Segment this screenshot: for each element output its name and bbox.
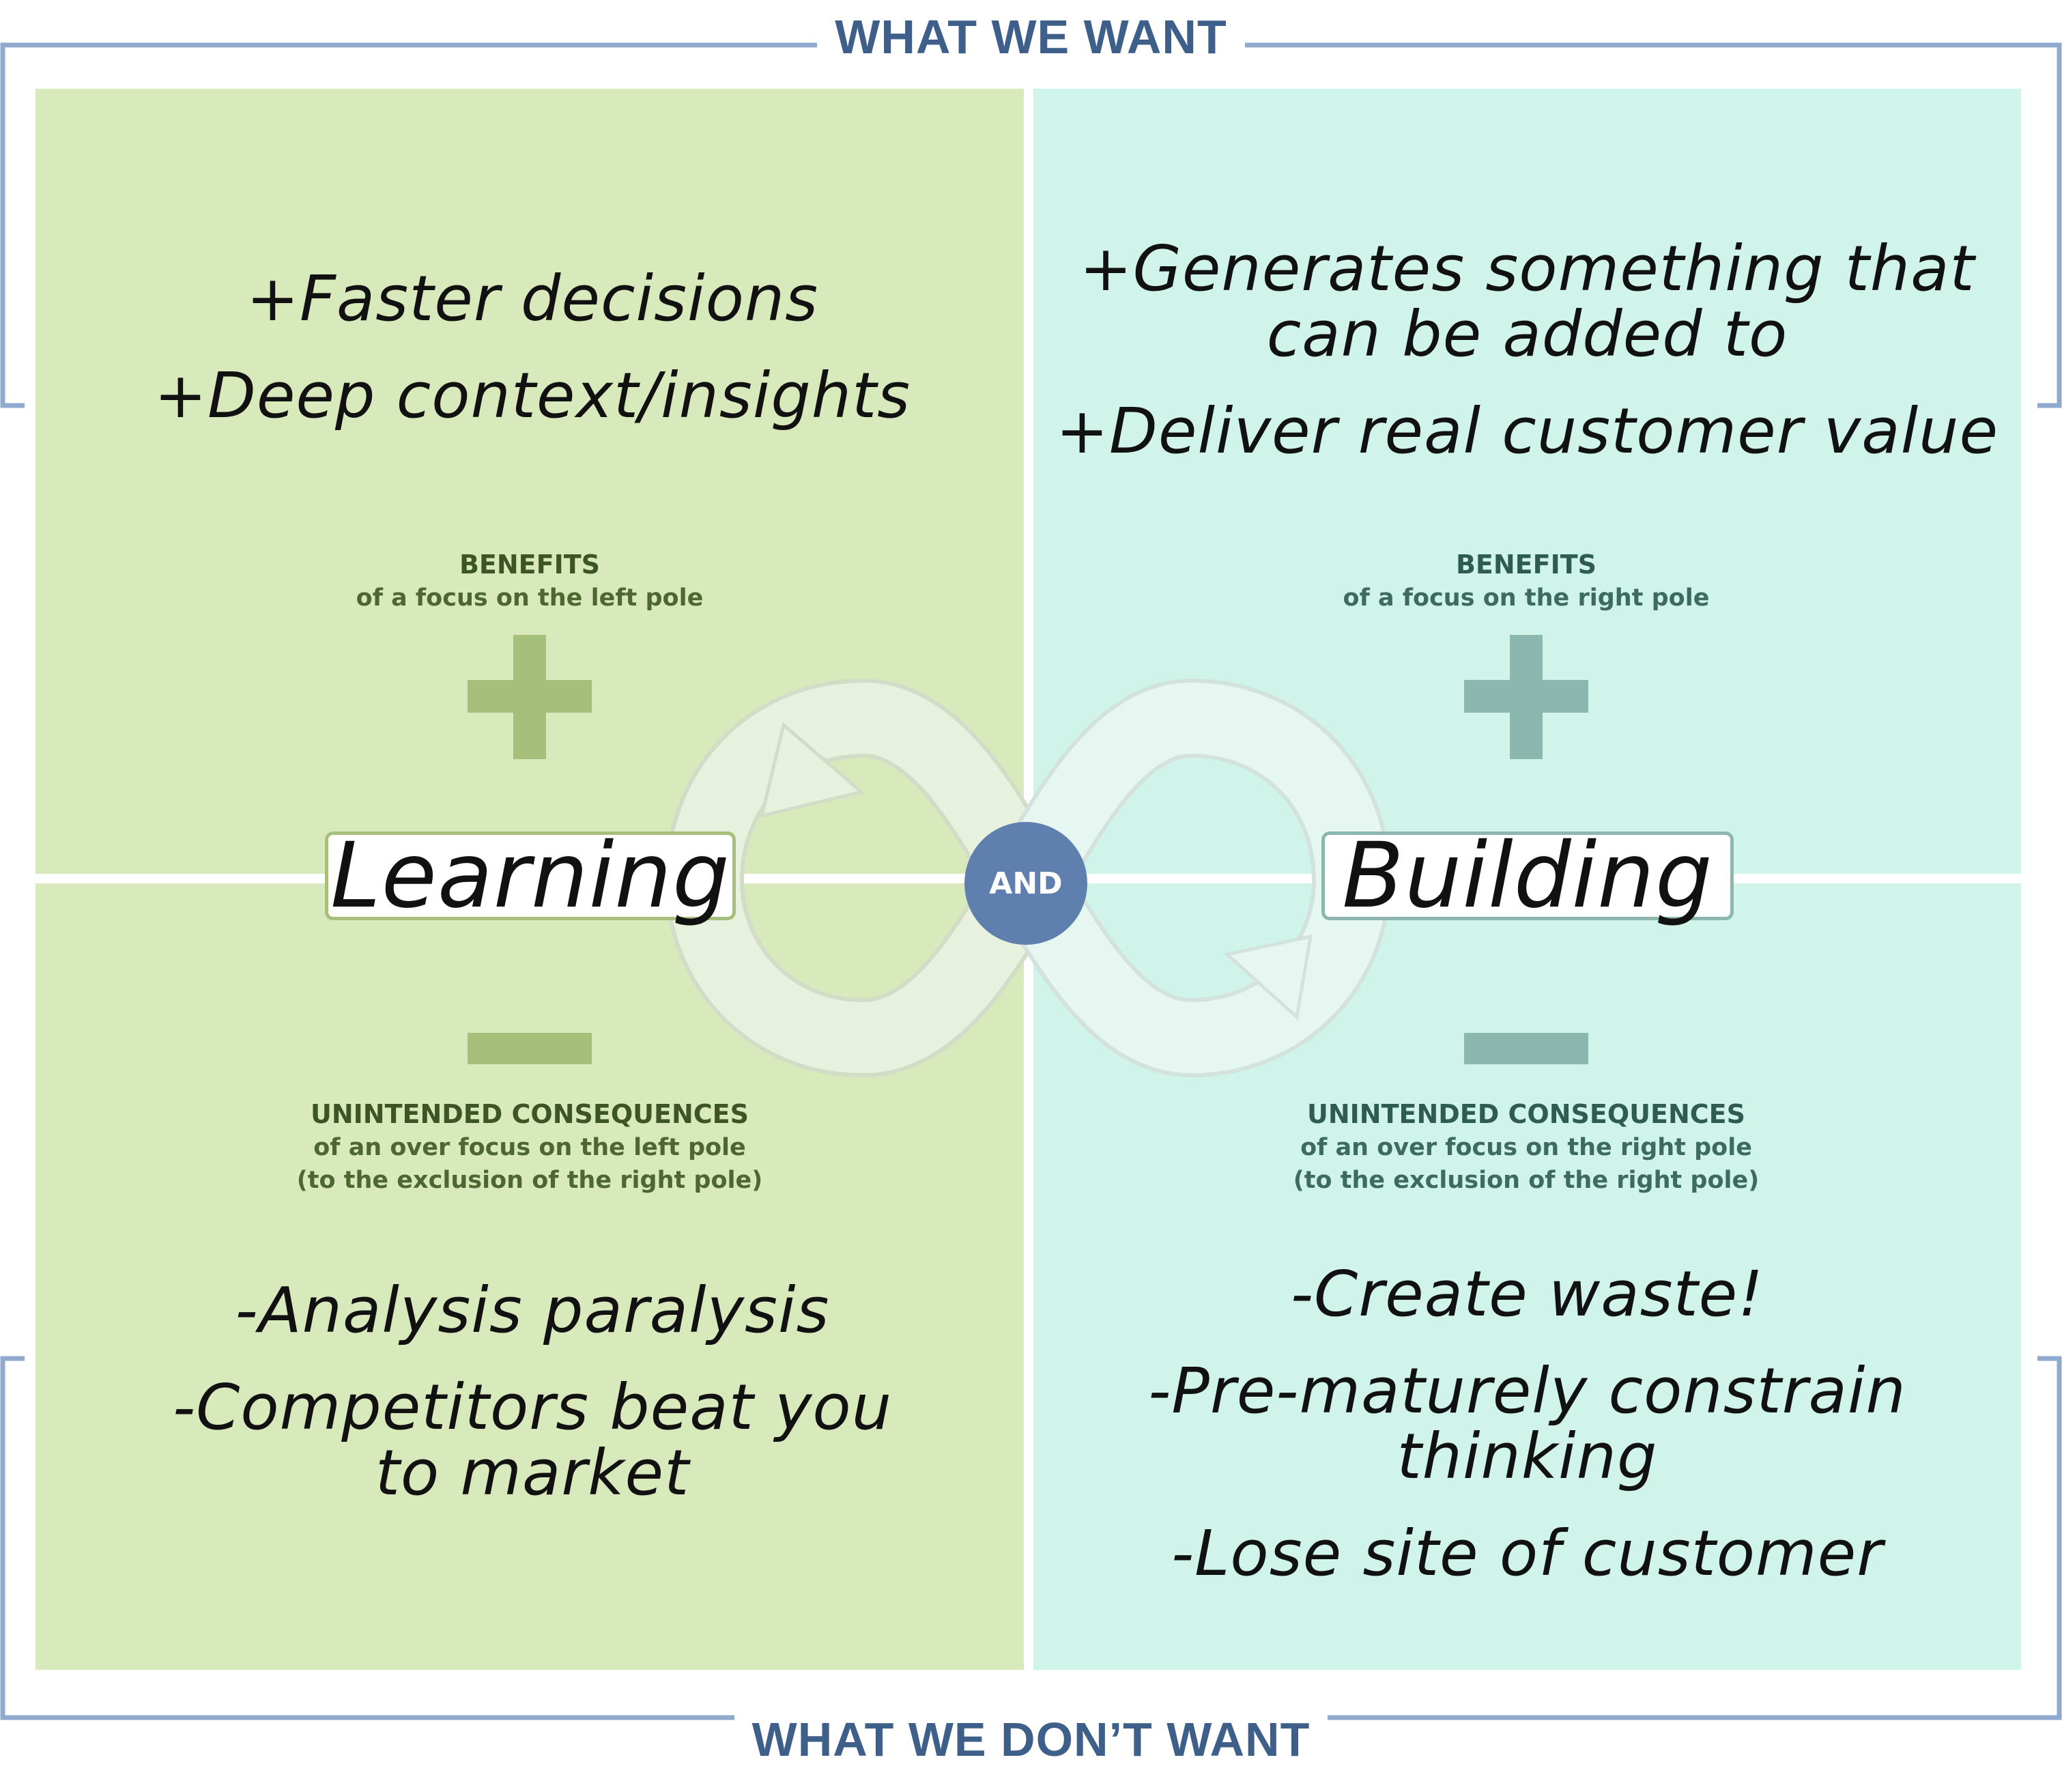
consequence-item: -Create waste! bbox=[1290, 1257, 1764, 1331]
right-consequences-text: -Create waste! -Pre-maturely constrain t… bbox=[1054, 1262, 2001, 1587]
consequence-item: -Lose site of customer bbox=[1171, 1517, 1884, 1590]
consequences-subheading: (to the exclusion of the right pole) bbox=[1293, 1167, 1760, 1194]
left-benefits-text: +Faster decisions +Deep context/insights bbox=[123, 266, 942, 429]
right-pole-text: Building bbox=[1342, 823, 1713, 928]
left-consequences-caption: UNINTENDED CONSEQUENCES of an over focus… bbox=[223, 1097, 837, 1197]
consequence-item: -Analysis paralysis bbox=[235, 1274, 830, 1347]
benefit-item-continued: can be added to bbox=[1266, 298, 1788, 371]
benefit-item: +Deep context/insights bbox=[154, 359, 911, 432]
consequences-subheading: of an over focus on the left pole bbox=[313, 1134, 746, 1161]
header-label: WHAT WE WANT bbox=[817, 10, 1245, 63]
consequences-heading: UNINTENDED CONSEQUENCES bbox=[310, 1099, 749, 1129]
consequences-subheading: (to the exclusion of the right pole) bbox=[296, 1167, 763, 1194]
benefit-item: +Deliver real customer value bbox=[1055, 395, 1999, 468]
consequence-item-continued: to market bbox=[375, 1436, 690, 1509]
benefits-heading: BENEFITS bbox=[459, 550, 601, 580]
what-we-dont-want-label: WHAT WE DON’T WANT bbox=[0, 1712, 2062, 1767]
consequences-subheading: of an over focus on the right pole bbox=[1300, 1134, 1752, 1161]
and-label: AND bbox=[989, 866, 1063, 901]
consequence-item: -Competitors beat you bbox=[172, 1371, 893, 1444]
benefit-item: +Generates something that bbox=[1079, 232, 1975, 305]
consequence-item: -Pre-maturely constrain bbox=[1148, 1354, 1906, 1427]
benefits-subheading: of a focus on the left pole bbox=[356, 584, 704, 612]
benefits-subheading: of a focus on the right pole bbox=[1343, 584, 1710, 612]
right-benefits-text: +Generates something that can be added t… bbox=[1054, 236, 2001, 464]
consequences-heading: UNINTENDED CONSEQUENCES bbox=[1306, 1099, 1745, 1129]
left-pole-label: Learning bbox=[325, 823, 736, 928]
left-minus-icon bbox=[468, 1033, 592, 1064]
left-benefits-caption: BENEFITS of a focus on the left pole bbox=[257, 547, 803, 614]
footer-label: WHAT WE DON’T WANT bbox=[734, 1713, 1328, 1766]
left-consequences-text: -Analysis paralysis -Competitors beat yo… bbox=[102, 1278, 962, 1506]
left-pole-text: Learning bbox=[330, 823, 730, 928]
right-pole-label: Building bbox=[1321, 823, 1734, 928]
and-badge: AND bbox=[964, 822, 1087, 945]
benefits-heading: BENEFITS bbox=[1455, 550, 1597, 580]
consequence-item-continued: thinking bbox=[1397, 1420, 1658, 1493]
what-we-want-label: WHAT WE WANT bbox=[0, 10, 2062, 64]
right-consequences-caption: UNINTENDED CONSEQUENCES of an over focus… bbox=[1219, 1097, 1833, 1197]
right-benefits-caption: BENEFITS of a focus on the right pole bbox=[1253, 547, 1799, 614]
right-minus-icon bbox=[1464, 1033, 1588, 1064]
benefit-item: +Faster decisions bbox=[246, 262, 819, 335]
